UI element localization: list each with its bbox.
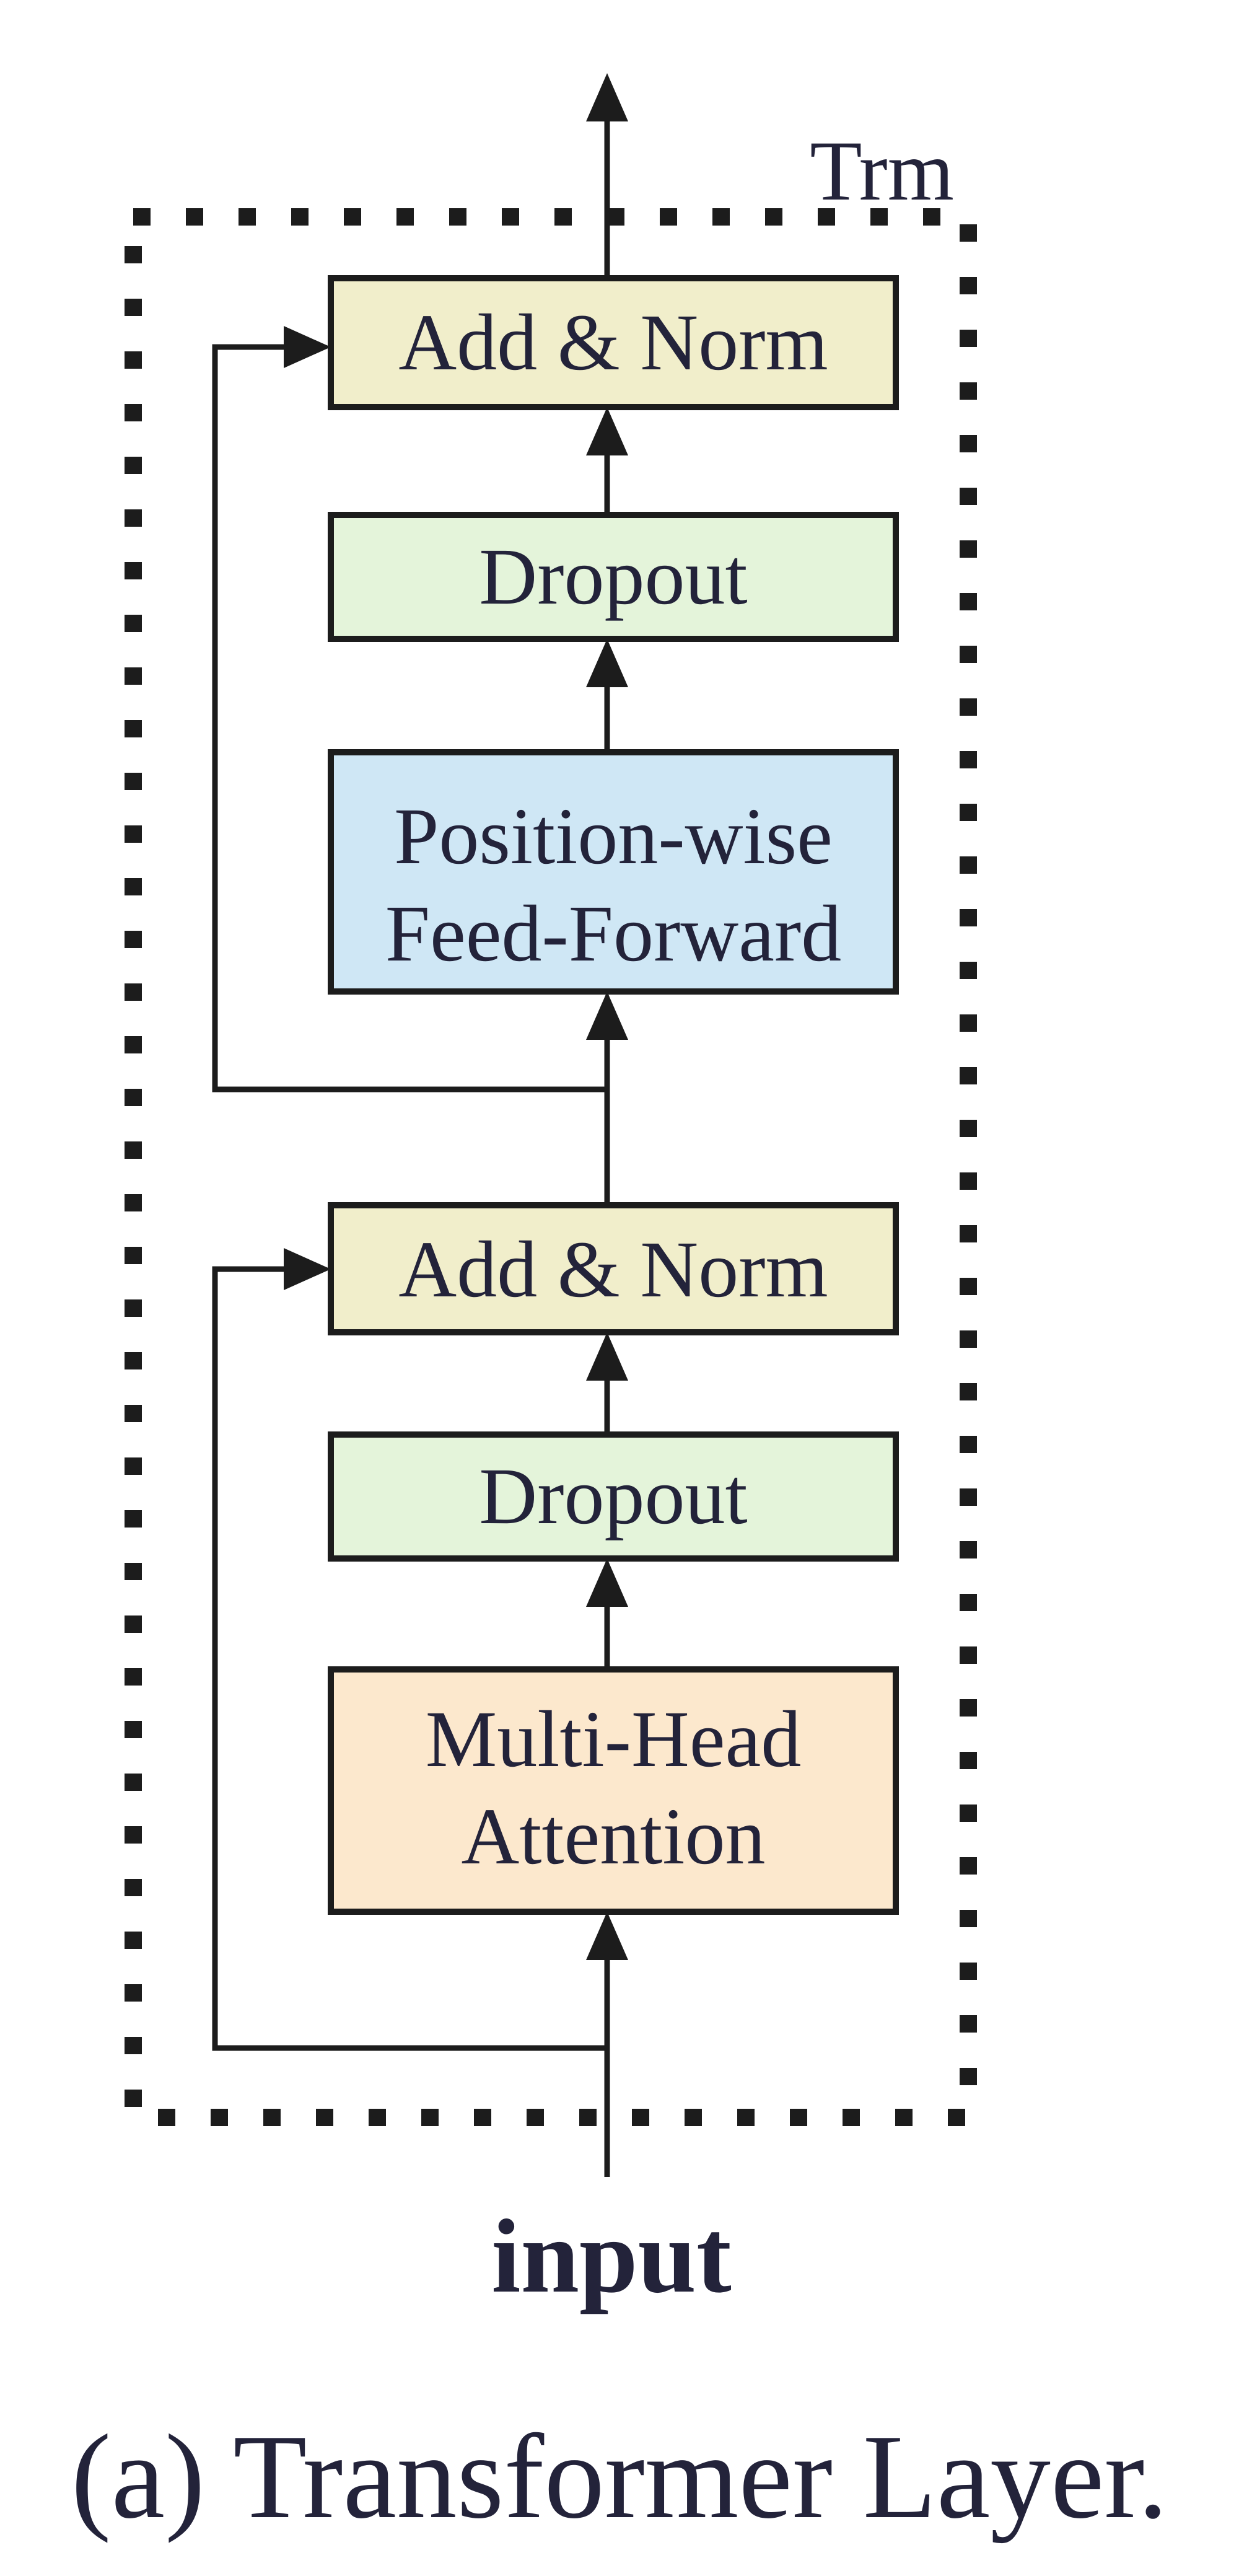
add-norm-top-label: Add & Norm bbox=[398, 298, 828, 387]
input-label: input bbox=[491, 2198, 731, 2314]
trm-label: Trm bbox=[810, 123, 954, 218]
attention-label-line1: Multi-Head bbox=[426, 1695, 802, 1784]
arrowhead-into-dropout-top bbox=[586, 639, 628, 687]
skip-connection-bottom-line bbox=[212, 1266, 607, 2051]
attention-label-line2: Attention bbox=[461, 1792, 765, 1881]
arrowhead-into-add-norm-bottom bbox=[586, 1332, 628, 1381]
skip-connection-top-line bbox=[212, 344, 607, 1092]
connector-lines bbox=[212, 121, 610, 2177]
add-norm-top-box bbox=[328, 275, 899, 410]
dropout-bottom-box bbox=[328, 1431, 899, 1562]
add-norm-bottom-label: Add & Norm bbox=[398, 1225, 828, 1314]
dropout-top-box bbox=[328, 512, 899, 642]
add-norm-bottom-box bbox=[328, 1202, 899, 1335]
feed-forward-label-line1: Position-wise bbox=[394, 792, 833, 881]
node-boxes bbox=[328, 275, 899, 1915]
node-labels: Add & Norm Dropout Position-wise Feed-Fo… bbox=[385, 298, 841, 1881]
dropout-bottom-label: Dropout bbox=[479, 1452, 747, 1541]
arrowhead-into-add-norm-top bbox=[586, 407, 628, 455]
feed-forward-box bbox=[328, 749, 899, 995]
arrowhead-into-attention bbox=[586, 1912, 628, 1960]
attention-box bbox=[328, 1666, 899, 1915]
skip-bottom-arrowhead bbox=[284, 1248, 331, 1290]
arrowhead-into-ffn bbox=[586, 991, 628, 1040]
output-arrowhead bbox=[586, 73, 628, 121]
feed-forward-label-line2: Feed-Forward bbox=[385, 889, 841, 978]
arrowhead-into-dropout-bottom bbox=[586, 1558, 628, 1607]
figure-caption: (a) Transformer Layer. bbox=[71, 2410, 1168, 2544]
skip-top-arrowhead bbox=[284, 326, 331, 368]
arrowheads bbox=[284, 73, 628, 1960]
dropout-top-label: Dropout bbox=[479, 532, 747, 622]
